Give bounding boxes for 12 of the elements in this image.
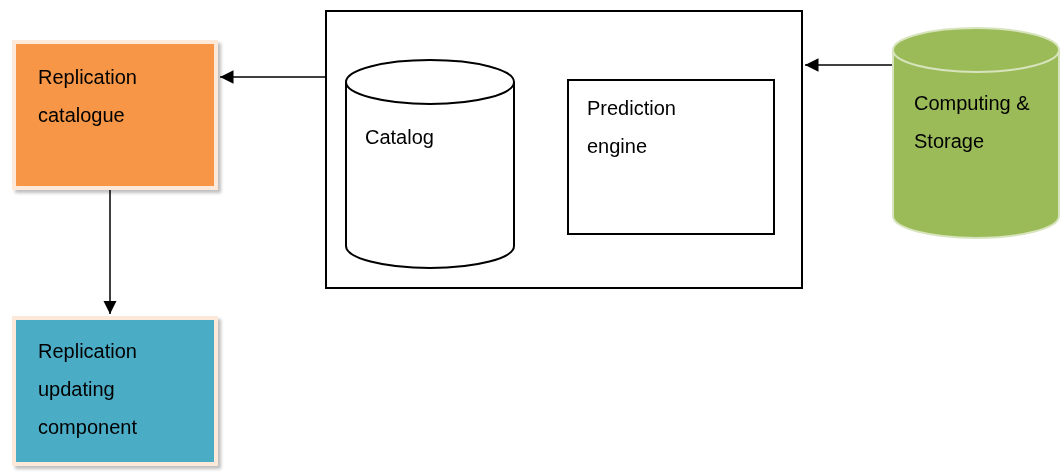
node-label: Replication updating component	[38, 339, 138, 440]
container-box	[325, 10, 803, 289]
arrow	[804, 58, 893, 72]
arrow	[103, 189, 117, 315]
process-box	[12, 316, 218, 466]
arrow	[219, 70, 326, 84]
node-label: Replication catalogue	[38, 65, 138, 128]
node-label: Prediction engine	[587, 96, 677, 159]
process-box	[12, 40, 218, 190]
node-label: Computing & Storage	[914, 91, 1031, 154]
process-box	[567, 79, 775, 235]
node-label: Catalog	[365, 125, 435, 150]
